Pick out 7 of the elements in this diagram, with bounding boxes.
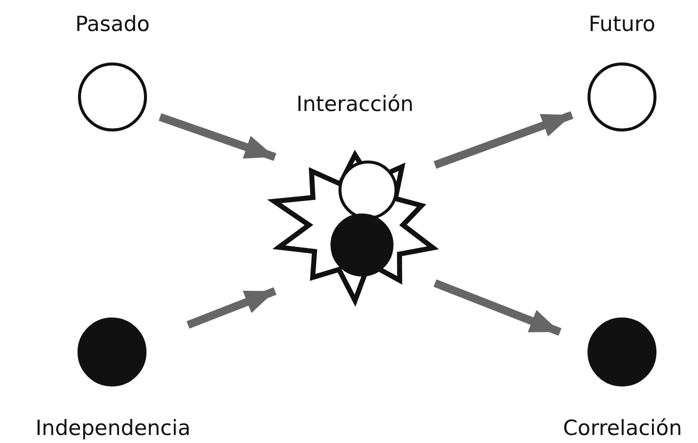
node-label: Futuro xyxy=(588,12,656,36)
node-label: Interacción xyxy=(296,92,414,116)
node-label: Pasado xyxy=(75,12,150,36)
arrow xyxy=(186,287,276,329)
arrow xyxy=(158,113,276,161)
node-label: Correlación xyxy=(562,416,682,440)
node-label: Independencia xyxy=(35,416,191,440)
